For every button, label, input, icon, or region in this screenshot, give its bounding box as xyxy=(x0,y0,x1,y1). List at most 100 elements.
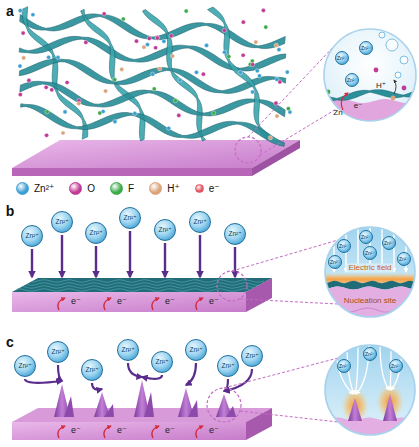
zoom-leader xyxy=(240,411,338,422)
electron-arrow xyxy=(341,93,348,110)
ion-ball: Zn²⁺ xyxy=(47,341,69,363)
ion-dot xyxy=(204,43,208,47)
dendrite xyxy=(383,394,397,421)
ion-dot xyxy=(162,39,166,43)
ion-dot xyxy=(18,9,22,13)
ion-dot xyxy=(278,80,282,84)
nanosheet-ribbon xyxy=(19,36,286,71)
ion-dot xyxy=(56,55,60,59)
coating-layer xyxy=(12,278,272,292)
ion-label: Zn²⁺ xyxy=(361,235,371,240)
ion-dot xyxy=(268,136,272,140)
ion-ball: Zn²⁺ xyxy=(389,359,403,373)
ion-dot xyxy=(274,43,278,47)
ion-dot xyxy=(167,126,171,130)
ion-dot xyxy=(155,36,159,40)
ion-ball: Zn²⁺ xyxy=(397,252,411,266)
legend-text: O xyxy=(87,183,95,194)
ion-dot xyxy=(155,35,159,39)
ion-dot xyxy=(178,78,182,82)
dendrite xyxy=(188,400,198,417)
gas-bubble xyxy=(386,39,398,51)
ion-dot xyxy=(27,78,31,82)
ion-dot xyxy=(251,62,255,66)
ion-ball: Zn²⁺ xyxy=(241,345,263,367)
ion-label: Zn²⁺ xyxy=(155,359,168,366)
ion-flux-arrow xyxy=(128,363,142,377)
legend: Zn²⁺ O F H⁺ e⁻ xyxy=(16,182,235,195)
zinc-slab-front xyxy=(12,292,246,312)
inset-c xyxy=(320,343,419,443)
ion-ball: Zn²⁺ xyxy=(14,355,36,377)
zoom-circle xyxy=(235,137,261,163)
annotation: e⁻ xyxy=(71,426,81,436)
inset-ground xyxy=(320,25,419,125)
ion-dot xyxy=(177,113,181,117)
inset-ground xyxy=(320,225,419,325)
ion-dot xyxy=(113,78,117,82)
legend-swatch xyxy=(16,182,29,195)
legend-text: H⁺ xyxy=(167,183,180,194)
zinc-surface xyxy=(320,287,419,320)
ion-dot xyxy=(44,85,48,89)
dendrite xyxy=(226,406,236,417)
ion-dot xyxy=(145,43,149,47)
ion-dot xyxy=(173,99,177,103)
ion-ball: Zn²⁺ xyxy=(85,222,107,244)
ion-ball: Zn²⁺ xyxy=(359,230,373,244)
ion-dot xyxy=(238,70,242,74)
coating-texture xyxy=(17,289,249,291)
legend-item: H⁺ xyxy=(149,182,180,195)
ion-label: Zn²⁺ xyxy=(330,260,340,265)
zoom-leader xyxy=(248,42,338,137)
ion-flux-arrow xyxy=(142,375,162,379)
ion-flux-arrow xyxy=(129,231,131,277)
ion-ball: Zn²⁺ xyxy=(81,359,103,381)
legend-text: Zn²⁺ xyxy=(34,183,54,194)
ion-dot xyxy=(103,89,107,93)
annotation: e⁻ xyxy=(117,297,127,307)
annotation: e⁻ xyxy=(165,426,175,436)
ion-ball: Zn²⁺ xyxy=(151,351,173,373)
ion-flux-arrow xyxy=(25,379,62,383)
zoom-leader xyxy=(232,240,338,271)
annotation: Electric field xyxy=(346,264,393,273)
electron-arrow xyxy=(196,298,203,310)
ion-dot xyxy=(21,31,25,35)
gas-bubble xyxy=(400,56,408,64)
annotation: e⁻ xyxy=(165,297,175,307)
ion-ball: Zn²⁺ xyxy=(363,347,377,361)
ion-label: Zn²⁺ xyxy=(361,46,371,51)
zoom-leader xyxy=(224,358,338,388)
ion-label: Zn²⁺ xyxy=(384,241,394,246)
ion-dot xyxy=(264,25,268,29)
ion-dot xyxy=(194,70,198,74)
ion-label: Zn²⁺ xyxy=(85,367,98,374)
ion-ball: Zn²⁺ xyxy=(185,339,207,361)
legend-item: F xyxy=(110,182,134,195)
ion-dot xyxy=(84,40,88,44)
ion-dot xyxy=(374,68,379,73)
zoom-leader xyxy=(260,108,338,155)
legend-text: F xyxy=(128,183,134,194)
ion-flux-arrow xyxy=(95,246,97,277)
ion-label: Zn²⁺ xyxy=(228,231,241,238)
ion-label: Zn²⁺ xyxy=(25,233,38,240)
panel-b-art xyxy=(12,231,338,312)
inset-border xyxy=(324,29,416,121)
ion-dot xyxy=(275,114,279,118)
ion-ball: Zn²⁺ xyxy=(328,255,342,269)
ion-label: Zn²⁺ xyxy=(189,347,202,354)
dendrite xyxy=(144,392,154,417)
ion-dot xyxy=(18,64,22,68)
coating-texture xyxy=(22,286,254,288)
ion-label: Zn²⁺ xyxy=(347,78,357,83)
inset-ground xyxy=(320,343,419,443)
zoom-leader xyxy=(240,299,338,304)
ion-flux-arrow xyxy=(199,235,201,277)
legend-item: e⁻ xyxy=(195,183,220,194)
electron-arrow xyxy=(104,426,111,438)
nanosheet-ribbon xyxy=(320,89,419,101)
ion-label: Zn²⁺ xyxy=(339,244,349,249)
ion-ball: Zn²⁺ xyxy=(335,51,349,65)
